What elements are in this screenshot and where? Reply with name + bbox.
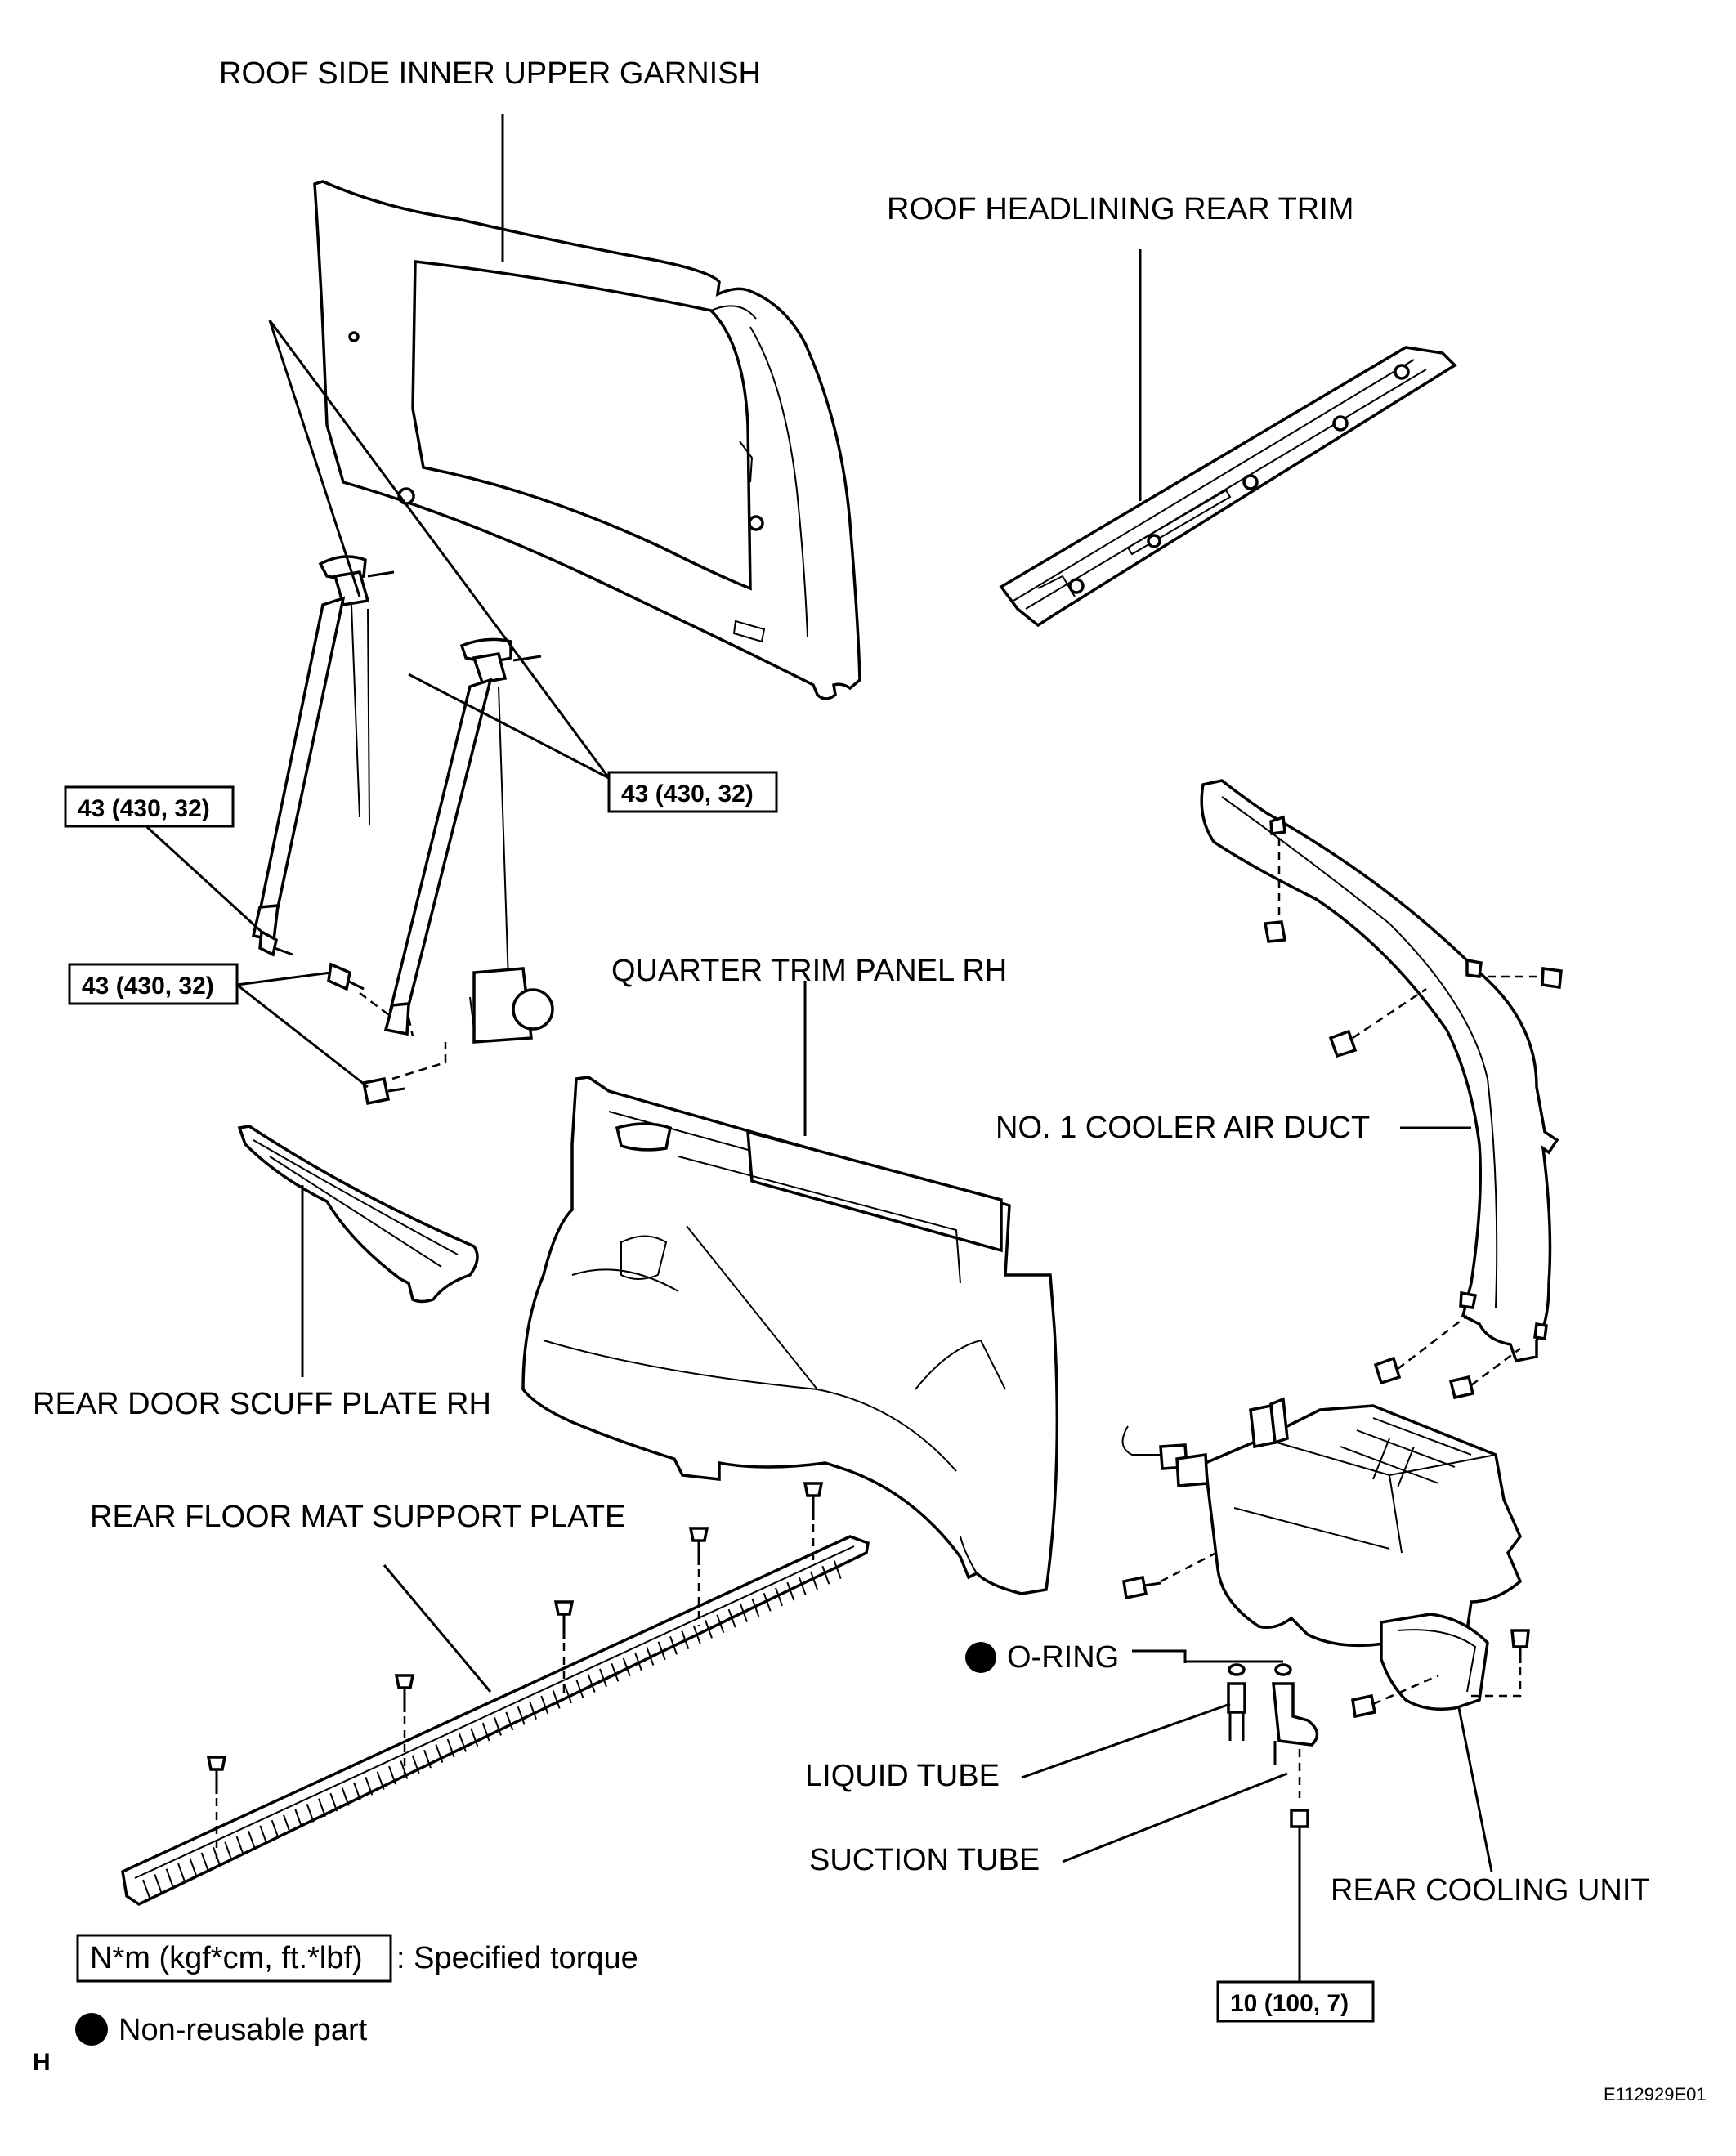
label-rear-cooling-unit: REAR COOLING UNIT <box>1331 1873 1650 1908</box>
leader-rear-cooling-unit <box>1457 1707 1493 1872</box>
legend-torque-box <box>76 1934 392 1983</box>
leader-floor-mat-plate <box>383 1564 492 1693</box>
label-no1-cooler-air-duct: NO. 1 COOLER AIR DUCT <box>996 1111 1370 1145</box>
label-rear-floor-mat-support-plate: REAR FLOOR MAT SUPPORT PLATE <box>90 1500 625 1534</box>
label-suction-tube: SUCTION TUBE <box>809 1843 1040 1877</box>
torque-callout-belt-upper: 43 (430, 32) <box>268 320 778 813</box>
label-rear-door-scuff-plate-rh: REAR DOOR SCUFF PLATE RH <box>33 1387 491 1421</box>
label-quarter-trim-panel-rh: QUARTER TRIM PANEL RH <box>611 954 1007 988</box>
no1-cooler-air-duct <box>1200 779 1563 1400</box>
quarter-trim-panel-rh <box>521 981 1059 1595</box>
torque-callout-belt-lower-left: 43 (430, 32) <box>64 785 263 933</box>
figure-id: E112929E01 <box>1604 2084 1707 2105</box>
rear-seat-belt-assemblies <box>251 555 554 1106</box>
roof-headlining-rear-trim <box>999 249 1457 628</box>
roof-side-inner-upper-garnish <box>313 114 861 700</box>
section-letter: H <box>33 2049 51 2076</box>
rear-floor-mat-support-plate <box>121 1482 870 1907</box>
filled-circle-icon <box>965 1642 996 1673</box>
torque-value-suction-tube-bolt: 10 (100, 7) <box>1230 1990 1349 2017</box>
torque-callout-belt-lower-bolts: 43 (430, 32) <box>68 963 369 1089</box>
label-liquid-tube: LIQUID TUBE <box>805 1759 1000 1793</box>
legend-non-reusable-desc: Non-reusable part <box>119 2013 368 2047</box>
torque-value-belt-upper: 43 (430, 32) <box>621 781 754 807</box>
leader-suction-tube <box>1062 1772 1288 1863</box>
torque-value-belt-lower-bolts: 43 (430, 32) <box>82 973 214 1000</box>
legend-torque-desc: : Specified torque <box>396 1941 638 1975</box>
legend-torque-unit: N*m (kgf*cm, ft.*lbf) <box>90 1941 363 1975</box>
leader-liquid-tube <box>1021 1702 1231 1779</box>
o-ring-and-tubes <box>1021 1649 1319 1863</box>
torque-value-belt-lower-left: 43 (430, 32) <box>78 795 210 822</box>
label-roof-side-inner-upper-garnish: ROOF SIDE INNER UPPER GARNISH <box>219 56 761 91</box>
legend: N*m (kgf*cm, ft.*lbf) : Specified torque… <box>75 1934 638 2047</box>
filled-circle-icon <box>75 2013 108 2046</box>
label-o-ring: O-RING <box>1007 1640 1119 1675</box>
rear-cooling-unit <box>1121 1397 1530 1872</box>
label-roof-headlining-rear-trim: ROOF HEADLINING REAR TRIM <box>887 192 1353 226</box>
torque-callout-suction-tube-bolt: 10 (100, 7) <box>1216 1847 1375 2023</box>
rear-door-scuff-plate-rh <box>237 1125 479 1377</box>
